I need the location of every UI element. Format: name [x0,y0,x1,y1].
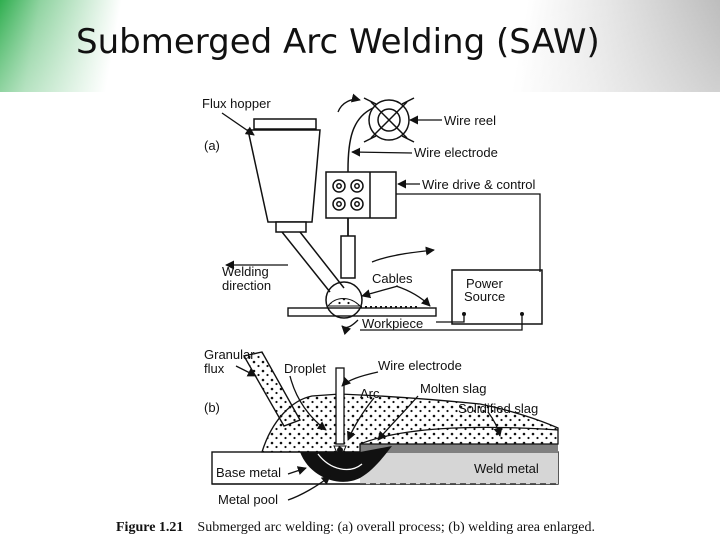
caption-text: Submerged arc welding: (a) overall proce… [197,520,595,535]
wire-drive [325,171,397,219]
solidified-slag [359,426,559,445]
label-wire-drive: Wire drive & control [422,177,536,192]
panel-a: Flux hopper (a) Wire reel Wire electrode… [202,93,543,336]
label-welding-direction-1: Welding [222,264,269,279]
label-metal-pool: Metal pool [218,492,278,507]
flux-hopper [247,118,345,293]
flux-tube-b [242,351,302,427]
workpiece [287,307,437,317]
figure-caption: Figure 1.21 Submerged arc welding: (a) ov… [116,520,595,536]
label-flux-hopper: Flux hopper [202,96,271,111]
caption-number: Figure 1.21 [116,520,184,535]
weld-zone-circle [325,281,363,319]
label-granular-1: Granular [204,347,255,362]
label-droplet: Droplet [284,361,326,376]
panel-b-label: (b) [204,400,220,415]
label-cables: Cables [372,271,413,286]
label-weld-metal: Weld metal [474,461,539,476]
torch [340,218,356,279]
label-wire-electrode-b: Wire electrode [378,358,462,373]
wire-electrode-b [335,367,345,445]
power-source [451,269,543,325]
weld-metal-region [360,452,558,484]
label-power-1: Power [466,276,504,291]
label-workpiece: Workpiece [362,316,423,331]
label-base-metal: Base metal [216,465,281,480]
label-welding-direction-2: direction [222,278,271,293]
label-power-2: Source [464,289,505,304]
label-wire-electrode-a: Wire electrode [414,145,498,160]
wire-reel [363,97,415,143]
slide-title: Submerged Arc Welding (SAW) [76,22,600,62]
label-wire-reel: Wire reel [444,113,496,128]
wire-path [347,107,374,238]
label-granular-2: flux [204,361,225,376]
label-arc: Arc [360,386,380,401]
label-molten-slag: Molten slag [420,381,486,396]
panel-a-label: (a) [204,138,220,153]
title-bar [0,0,720,92]
weld-pool [300,446,392,482]
panel-b: Granular flux Droplet Wire electrode Arc… [204,347,559,507]
label-solidified-slag: Solidified slag [458,401,538,416]
